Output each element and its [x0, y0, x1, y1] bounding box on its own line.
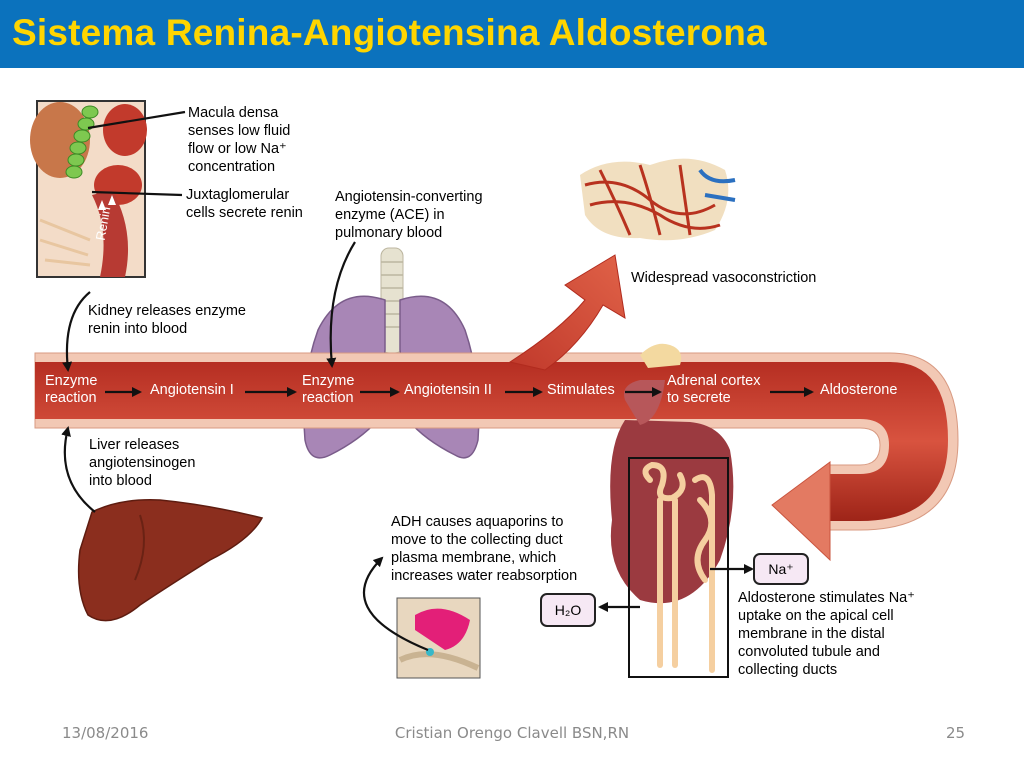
pituitary-inset-image: [396, 597, 481, 679]
capillary-bed-image: [580, 158, 736, 241]
slide-title: Sistema Renina-Angiotensina Aldosterona: [12, 12, 767, 53]
macula-densa-label: Macula densa senses low fluid flow or lo…: [188, 105, 291, 175]
title-bar: Sistema Renina-Angiotensina Aldosterona: [0, 0, 1024, 68]
adh-label: ADH causes aquaporins to move to the col…: [391, 514, 578, 584]
kidney-releases-label: Kidney releases enzyme renin into blood: [88, 303, 246, 337]
blood-vessel-pathway: [34, 254, 959, 562]
enzyme-reaction-2: Enzyme reaction: [302, 373, 355, 406]
aldosterone-label: Aldosterone: [820, 382, 898, 398]
annotation-arrows: [61, 110, 814, 652]
aldosterone-stimulates-label: Aldosterone stimulates Na⁺ uptake on the…: [738, 590, 915, 678]
liver-releases-label: Liver releases angiotensinogen into bloo…: [89, 437, 196, 489]
footer-page-number: 25: [946, 724, 966, 742]
footer-author: Cristian Orengo Clavell BSN,RN: [394, 724, 630, 742]
adrenal-cortex-label: Adrenal cortex to secrete: [667, 373, 761, 406]
angiotensin-2-label: Angiotensin II: [404, 382, 492, 398]
enzyme-reaction-1: Enzyme reaction: [45, 373, 98, 406]
sodium-box: Na⁺: [753, 553, 809, 585]
liver-image: [77, 499, 264, 622]
ace-label: Angiotensin-converting enzyme (ACE) in p…: [335, 189, 483, 241]
vasoconstriction-label: Widespread vasoconstriction: [631, 270, 817, 286]
water-box: H₂O: [540, 593, 596, 627]
stimulates-label: Stimulates: [547, 382, 615, 398]
nephron-inset-image: [628, 457, 729, 678]
angiotensin-1-label: Angiotensin I: [150, 382, 234, 398]
footer-date: 13/08/2016: [62, 724, 149, 742]
juxtaglomerular-label: Juxtaglomerular cells secrete renin: [186, 187, 303, 221]
kidney-inset-image: [30, 100, 147, 278]
